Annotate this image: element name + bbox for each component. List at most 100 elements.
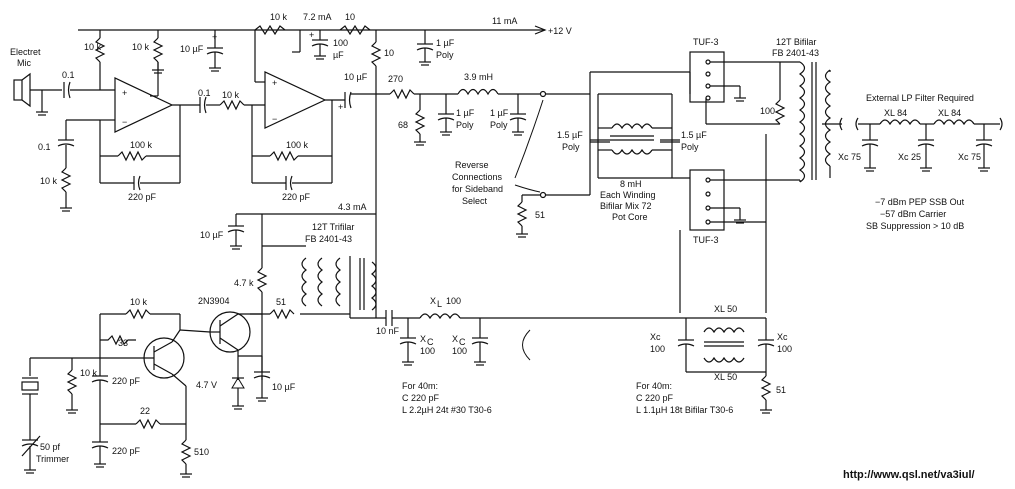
trimmer-label-1: 50 pf — [40, 442, 61, 452]
fb2-r-label: 100 k — [286, 140, 309, 150]
poly2-label-1: 1 µF — [490, 108, 509, 118]
osc-supply: 4.3 mA 10 µF 4.7 k — [200, 202, 376, 380]
bypass2-label-1: 100 — [333, 38, 348, 48]
gain-cap-label: 0.1 — [38, 142, 51, 152]
r51-out-label: 51 — [776, 385, 786, 395]
gain-r-label: 10 k — [40, 176, 58, 186]
bias-r1-label: 10 k — [84, 42, 102, 52]
gain-set-network: 0.1 10 k — [38, 119, 100, 212]
note40a-line-1: For 40m: — [402, 381, 438, 391]
reverse-label-1: Reverse — [455, 160, 489, 170]
c1uf-top-label-1: 1 µF — [436, 38, 455, 48]
spec-notes: −7 dBm PEP SSB Out −57 dBm Carrier SB Su… — [866, 197, 965, 231]
source-url: http://www.qsl.net/va3iul/ — [843, 469, 975, 481]
xc75b-label: Xc 75 — [958, 152, 981, 162]
lo-lowpass: 10 nF X L 100 X C 100 X C 100 For 40m: C… — [376, 296, 680, 415]
xl100-sub: L — [437, 299, 442, 309]
potcore-label-2: Each Winding — [600, 190, 656, 200]
input-capacitor: 0.1 — [62, 70, 115, 99]
input-cap-label: 0.1 — [62, 70, 75, 80]
bypass2-plus: + — [309, 30, 314, 40]
xc100a-val: 100 — [420, 346, 435, 356]
xl84a-label: XL 84 — [884, 108, 907, 118]
fb1-c-label: 220 pF — [128, 192, 157, 202]
note40b-line-1: For 40m: — [636, 381, 672, 391]
lp-filter: External LP Filter Required XL 84 XL 84 … — [838, 93, 1003, 172]
bypass1-plus: + — [212, 32, 217, 42]
bypass2-label-2: µF — [333, 50, 344, 60]
c15a-label-2: Poly — [562, 142, 580, 152]
xl50b-label: XL 50 — [714, 372, 737, 382]
trifilar-label-2: FB 2401-43 — [305, 234, 352, 244]
mic-label-2: Mic — [17, 58, 31, 68]
potcore-label-4: Pot Core — [612, 212, 648, 222]
r510-label: 510 — [194, 447, 209, 457]
xl84b-label: XL 84 — [938, 108, 961, 118]
r47k-label: 4.7 k — [234, 278, 254, 288]
poly1-label-2: Poly — [456, 120, 474, 130]
mic-label-1: Electret — [10, 47, 41, 57]
supply-rail: 11 mA +12 V 10 k 7.2 mA 10 — [78, 12, 572, 36]
c10-osc-label: 10 µF — [200, 230, 224, 240]
r10k-osc-label: 10 k — [130, 297, 148, 307]
tuf-bot-label: TUF-3 — [693, 235, 719, 245]
reverse-label-3: for Sideband — [452, 184, 503, 194]
xc100a-x: X — [420, 334, 426, 344]
r33-label: 33 — [118, 338, 128, 348]
rail-resistor-10-label: 10 — [345, 12, 355, 22]
xc25-label: Xc 25 — [898, 152, 921, 162]
c220b-label: 220 pF — [112, 446, 141, 456]
note40b-line-3: L 1.1µH 18t Bifilar T30-6 — [636, 405, 733, 415]
poly1-label-1: 1 µF — [456, 108, 475, 118]
decoupling-10-ohm: 10 1 µF Poly — [370, 30, 455, 290]
audio-output-capacitor: 10 µF + — [338, 72, 390, 112]
rail-current-label: 7.2 mA — [303, 12, 332, 22]
r100-label: 100 — [760, 106, 775, 116]
c10nf-label: 10 nF — [376, 326, 400, 336]
supply-voltage-label: +12 V — [548, 26, 572, 36]
out-cap-plus: + — [338, 102, 343, 112]
c15a-label-1: 1.5 µF — [557, 130, 583, 140]
note40a-line-2: C 220 pF — [402, 393, 440, 403]
note40a-line-3: L 2.2µH 24t #30 T30-6 — [402, 405, 492, 415]
xc100d-label-1: Xc — [777, 332, 788, 342]
note40b-line-2: C 220 pF — [636, 393, 674, 403]
audio-lowpass: 270 68 3.9 mH 1 µF Poly 1 µF Poly — [388, 72, 547, 146]
lp-filter-label: External LP Filter Required — [866, 93, 974, 103]
bifilar-label-1: 12T Bifilar — [776, 37, 816, 47]
c15b-label-2: Poly — [681, 142, 699, 152]
r10-label: 10 — [384, 48, 394, 58]
phasing-network: 1.5 µF Poly 1.5 µF Poly 8 mH Each Windin… — [546, 71, 707, 222]
out-cap-label: 10 µF — [344, 72, 368, 82]
mixer-tuf3-top: TUF-3 — [689, 37, 780, 125]
supply-current-label: 11 mA — [492, 16, 517, 26]
xc100b-x: X — [452, 334, 458, 344]
opamp2-minus: − — [272, 114, 277, 124]
spec-line-3: SB Suppression > 10 dB — [866, 221, 964, 231]
trifilar-transformer: 12T Trifilar FB 2401-43 51 — [250, 222, 386, 320]
rail-resistor-10k — [254, 24, 286, 36]
poly2-label-2: Poly — [490, 120, 508, 130]
potcore-label-1: 8 mH — [620, 179, 642, 189]
current43-label: 4.3 mA — [338, 202, 367, 212]
fb2-c-label: 220 pF — [282, 192, 311, 202]
spec-line-1: −7 dBm PEP SSB Out — [875, 197, 965, 207]
zener-label: 4.7 V — [196, 380, 217, 390]
xc75a-label: Xc 75 — [838, 152, 861, 162]
xc100c-label-2: 100 — [650, 344, 665, 354]
opamp1-minus: − — [122, 117, 127, 127]
bias-r2-label: 10 k — [132, 42, 150, 52]
bias-network: 10 k 10 k — [84, 30, 164, 97]
fb1-r-label: 100 k — [130, 140, 153, 150]
trifilar-label-1: 12T Trifilar — [312, 222, 354, 232]
opamp-2: + − 100 k 220 pF — [251, 30, 345, 202]
l39-label: 3.9 mH — [464, 72, 493, 82]
output-transformer: 12T Bifilar FB 2401-43 100 — [760, 37, 843, 183]
reverse-label-4: Select — [462, 196, 488, 206]
xc100d-label-2: 100 — [777, 344, 792, 354]
mid-r-label: 10 k — [222, 90, 240, 100]
r51-osc-label: 51 — [276, 297, 286, 307]
sideband-select: Reverse Connections for Sideband Select … — [452, 99, 590, 238]
bifilar-label-2: FB 2401-43 — [772, 48, 819, 58]
rail-resistor-10 — [339, 24, 371, 36]
